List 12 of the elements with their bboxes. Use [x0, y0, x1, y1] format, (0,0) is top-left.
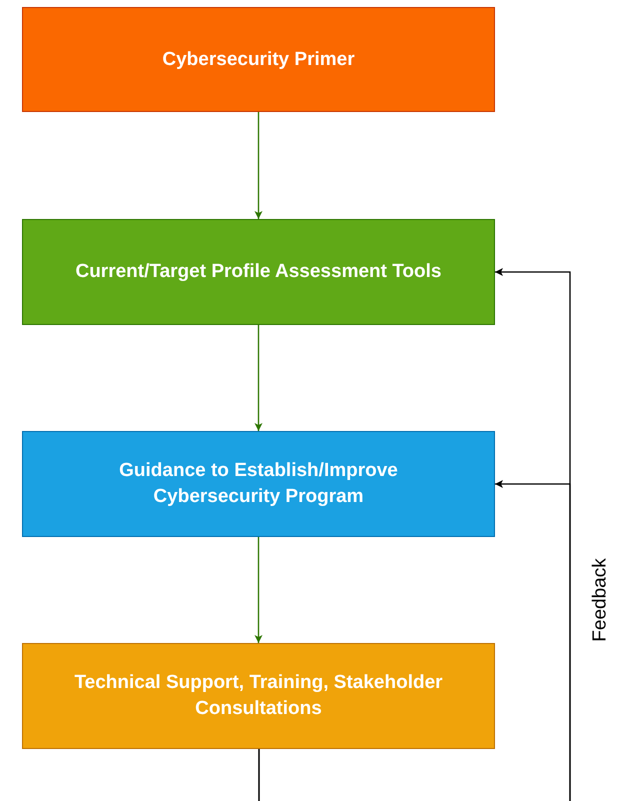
process-box	[22, 431, 495, 537]
arrow	[254, 537, 262, 643]
box-label: Technical Support, Training, Stakeholder Consultations	[73, 671, 444, 721]
arrow	[254, 325, 262, 431]
box-label: Guidance to Establish/Improve Cybersecurity Program	[118, 459, 399, 509]
box-label: Cybersecurity Primer	[162, 48, 355, 72]
arrow	[258, 480, 571, 801]
process-box	[22, 7, 495, 112]
arrow	[254, 112, 262, 219]
process-box	[22, 643, 495, 749]
box-label: Current/Target Profile Assessment Tools	[75, 260, 442, 284]
process-box	[22, 219, 495, 325]
